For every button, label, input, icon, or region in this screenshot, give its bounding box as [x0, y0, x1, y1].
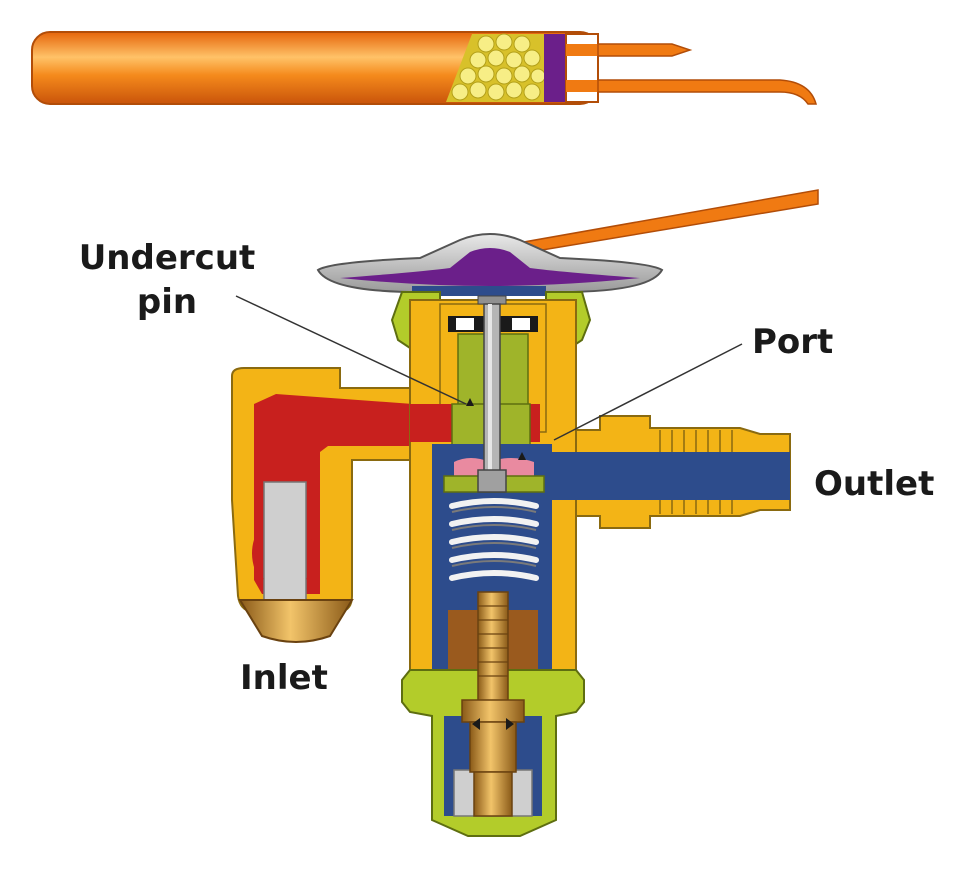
undercut-pin-label: Undercut pin [74, 236, 260, 324]
outlet-label: Outlet [814, 464, 935, 504]
diaphragm-head [316, 233, 664, 296]
inlet-label: Inlet [240, 658, 328, 698]
undercut-pin-label-line1: Undercut [78, 238, 256, 278]
port-leader [553, 343, 743, 441]
outlet-fitting [552, 415, 791, 529]
inlet-fitting [231, 367, 441, 643]
undercut-pin-label-line2: pin [136, 282, 198, 322]
undercut-pin-leader [235, 295, 467, 405]
undercut-pin [466, 295, 526, 493]
adjusting-screw [461, 591, 525, 817]
sensing-bulb [31, 31, 817, 105]
port-label: Port [752, 322, 834, 362]
